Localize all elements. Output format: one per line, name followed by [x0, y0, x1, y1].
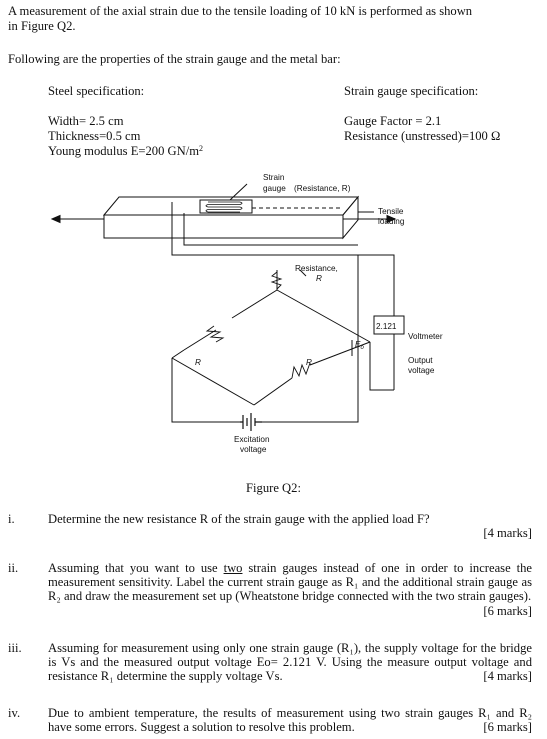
steel-thickness: Thickness=0.5 cm — [48, 129, 141, 143]
question-1-text: Determine the new resistance R of the st… — [48, 512, 430, 526]
label-resistance-center-1: Resistance, — [295, 264, 338, 273]
label-resistance-center-2: R — [316, 274, 322, 283]
label-eo: Eo — [355, 340, 364, 351]
label-r-right: R — [306, 358, 312, 367]
label-tensile-2: loading — [378, 217, 405, 226]
question-1-marks: [4 marks] — [483, 526, 532, 541]
label-excitation-2: voltage — [240, 445, 267, 454]
question-4-number: iv. — [8, 706, 21, 720]
question-3-marks: [4 marks] — [483, 669, 532, 684]
question-2-number: ii. — [8, 561, 19, 575]
question-3-number: iii. — [8, 641, 22, 655]
gauge-factor: Gauge Factor = 2.1 — [344, 114, 442, 128]
voltmeter-reading: 2.121 — [376, 322, 397, 331]
label-output-2: voltage — [408, 366, 435, 375]
intro-line-3: Following are the properties of the stra… — [8, 52, 341, 66]
metal-bar-front-face — [103, 214, 344, 239]
label-output-1: Output — [408, 356, 433, 365]
question-2-marks: [6 marks] — [483, 603, 532, 618]
intro-line-1: A measurement of the axial strain due to… — [8, 4, 473, 18]
gauge-resistance: Resistance (unstressed)=100 Ω — [344, 129, 501, 143]
figure-caption: Figure Q2: — [246, 481, 301, 495]
steel-spec-heading: Steel specification: — [48, 84, 145, 98]
metal-bar-side-face — [342, 195, 359, 240]
question-4: Due to ambient temperature, the results … — [48, 706, 532, 734]
steel-width: Width= 2.5 cm — [48, 114, 124, 128]
gauge-spec-heading: Strain gauge specification: — [344, 84, 479, 98]
steel-young-modulus: Young modulus E=200 GN/m2 — [48, 144, 204, 158]
label-tensile-1: Tensile — [378, 207, 404, 216]
label-strain-gauge-1: Strain — [263, 173, 285, 182]
label-resistance-r: (Resistance, R) — [294, 184, 351, 193]
question-3: Assuming for measurement using only one … — [48, 641, 532, 684]
question-4-marks: [6 marks] — [483, 720, 532, 735]
question-2: Assuming that you want to use two strain… — [48, 561, 532, 618]
label-excitation-1: Excitation — [234, 435, 270, 444]
label-strain-gauge-2: gauge — [263, 184, 286, 193]
figure-q2-diagram: Strain gauge (Resistance, R) Tensile loa… — [50, 173, 443, 454]
label-r-left: R — [195, 358, 201, 367]
label-voltmeter: Voltmeter — [408, 332, 443, 341]
question-3-text: Assuming for measurement using only one … — [48, 641, 532, 684]
question-1-number: i. — [8, 512, 15, 526]
question-4-text: Due to ambient temperature, the results … — [48, 706, 532, 735]
intro-line-2: in Figure Q2. — [8, 19, 76, 33]
question-1: Determine the new resistance R of the st… — [48, 512, 532, 540]
